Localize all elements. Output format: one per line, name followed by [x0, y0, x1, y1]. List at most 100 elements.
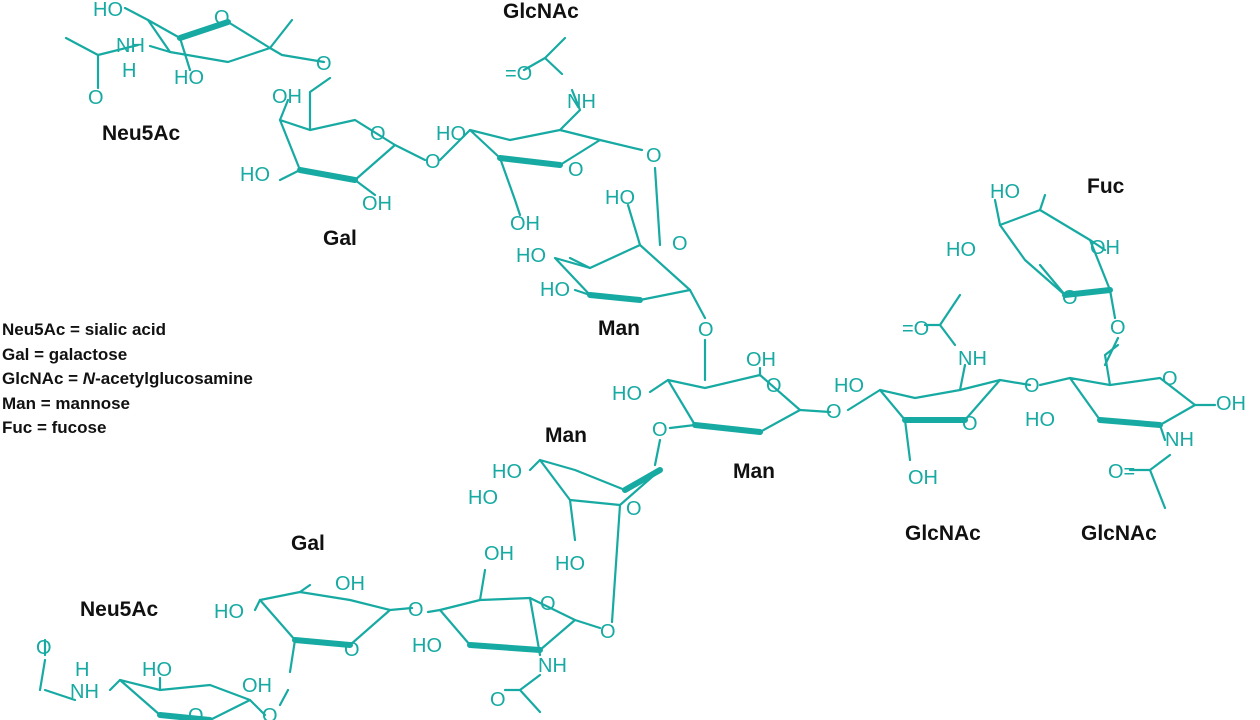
neu5ac-top-substituent-bond [123, 6, 326, 72]
man-upper-front-bond [587, 292, 643, 303]
glcnac-top-label: GlcNAc [503, 0, 579, 23]
man-lower-front-bond [622, 467, 663, 493]
man-core-ring-o-label: O [766, 375, 782, 397]
gal-top-ring-o-label: O [370, 123, 386, 145]
gal-top-label: Gal [323, 227, 357, 250]
glcnac-core2-label: GlcNAc [1081, 522, 1157, 545]
atom-labels: HONHHOHOOOOHOHOOHO=ONHHOOOHOHOHOHOOOHOOH… [36, 0, 1246, 720]
glcnac-top-link-o-label: O [646, 145, 662, 167]
gal-top-front-bond [297, 167, 358, 183]
glcnac-core1-link-o-label: O [1024, 375, 1040, 397]
neu5ac-bottom-nh-label: NH [70, 681, 99, 703]
neu5ac-top-h-label: H [122, 60, 136, 82]
glcnac-core1-ring-o-label: O [962, 413, 978, 435]
man-core-label: Man [733, 460, 775, 483]
gal-bottom-ring-bond [258, 590, 392, 647]
neu5ac-top-o-label: O [88, 87, 104, 109]
glcnac-core2-co-label: O= [1108, 461, 1135, 483]
man-core-oh-label: OH [746, 349, 776, 371]
glcnac-top-substituent-bond [438, 36, 644, 217]
fuc-oh-label: OH [1090, 237, 1120, 259]
glcnac-core1-oh-label: OH [908, 467, 938, 489]
man-upper-ho2-label: HO [516, 245, 546, 267]
glcnac-bottom-link-o-label: O [600, 621, 616, 643]
fuc-ho-label: HO [990, 181, 1020, 203]
glcnac-core1-ho-label: HO [834, 375, 864, 397]
glcnac-bottom-co-label: O [490, 689, 506, 711]
glcnac-bottom-oh-label: OH [484, 543, 514, 565]
gal-bottom-ho-label: HO [214, 601, 244, 623]
neu5ac-top-link-o-label: O [316, 53, 332, 75]
man-upper-label: Man [598, 317, 640, 340]
neu5ac-bottom-label: Neu5Ac [80, 598, 159, 621]
neu5ac-bottom-h-label: H [75, 659, 89, 681]
fuc-label: Fuc [1087, 175, 1125, 198]
glcnac-core2-front-bond [1097, 417, 1163, 428]
glcnac-bottom-substituent-bond [426, 568, 602, 714]
glcnac-core2-substituent-bond [1038, 343, 1217, 510]
neu5ac-top-ho-label: HO [93, 0, 123, 21]
neu5ac-top-ring-o-label: O [214, 7, 230, 29]
legend-item-neu5ac: Neu5Ac = sialic acid [2, 320, 166, 339]
neu5ac-bottom-ring-o-label: O [188, 705, 204, 720]
neu5ac-bottom-ho-label: HO [142, 659, 172, 681]
man-lower-substituent-bond [528, 438, 662, 624]
neu5ac-top-nh-label: NH [116, 35, 145, 57]
fuc-ho2-label: HO [946, 239, 976, 261]
glcnac-bottom-front-bond [467, 642, 543, 653]
man-upper-ring-o-label: O [672, 233, 688, 255]
fuc-link-o-label: O [1110, 317, 1126, 339]
man-lower-ho2-label: HO [468, 487, 498, 509]
man-upper-ring-bond [553, 243, 692, 302]
gal-bottom-substituent-bond [253, 583, 414, 707]
glcnac-core2-nh-label: NH [1165, 429, 1194, 451]
glcnac-core1-label: GlcNAc [905, 522, 981, 545]
glcnac-core2-oh-label: OH [1216, 393, 1246, 415]
glcnac-top-nh-label: NH [567, 91, 596, 113]
neu5ac-top-front-bond [177, 19, 231, 41]
gal-bottom-oh2-label: OH [242, 675, 272, 697]
fuc-front-bond [1062, 287, 1113, 298]
man-lower-ho3-label: HO [555, 553, 585, 575]
man-upper-ho3-label: HO [540, 279, 570, 301]
glcnac-top-front-bond [497, 155, 563, 168]
man-lower-ho-label: HO [492, 461, 522, 483]
man-upper-ho-label: HO [605, 187, 635, 209]
glcnac-bottom-ho-label: HO [412, 635, 442, 657]
glcnac-core1-nh-label: NH [958, 348, 987, 370]
man-lower-ring-o-label: O [626, 498, 642, 520]
glcnac-core1-co-label: =O [902, 318, 929, 340]
glcnac-core1-ring-bond [878, 378, 1002, 422]
gal-bottom-oh-label: OH [335, 573, 365, 595]
glcnac-top-ho-label: HO [436, 123, 466, 145]
gal-top-substituent-bond [278, 76, 427, 197]
man-core-link-o-label: O [652, 419, 668, 441]
gal-bottom-link-o-label: O [408, 599, 424, 621]
neu5ac-bottom-ring-bond [118, 678, 252, 720]
man-upper-link-o-label: O [698, 319, 714, 341]
gal-bottom-front-bond [292, 637, 353, 648]
neu5ac-top-acetyl-bond [64, 36, 140, 90]
gal-top-oh-label: OH [272, 86, 302, 108]
gal-bottom-label: Gal [291, 532, 325, 555]
glcnac-top-ring-o-label: O [568, 159, 584, 181]
neu5ac-bottom-substituent-bond [38, 638, 267, 717]
glcnac-core1-substituent-bond [846, 293, 1032, 462]
gal-top-ho-label: HO [240, 164, 270, 186]
glcnac-top-co-label: =O [505, 63, 532, 85]
neu5ac-top-ho2-label: HO [174, 67, 204, 89]
glcnac-bottom-ring-o-label: O [540, 593, 556, 615]
bond-skeleton [38, 6, 1217, 720]
gal-top-oh2-label: OH [362, 193, 392, 215]
legend-item-glcnac: GlcNAc = N-acetylglucosamine [2, 369, 253, 389]
man-lower-label: Man [545, 424, 587, 447]
gal-top-link-o-label: O [425, 151, 441, 173]
man-upper-substituent-bond [568, 166, 707, 320]
glcnac-bottom-nh-label: NH [538, 655, 567, 677]
legend-item-gal: Gal = galactose [2, 344, 128, 364]
man-core-substituent-bond [648, 338, 832, 430]
neu5ac-bottom-front-bond [157, 712, 213, 720]
legend-item-fuc: Fuc = fucose [2, 418, 107, 438]
legend: Neu5Ac = sialic acid Gal = galactose Glc… [2, 318, 253, 441]
